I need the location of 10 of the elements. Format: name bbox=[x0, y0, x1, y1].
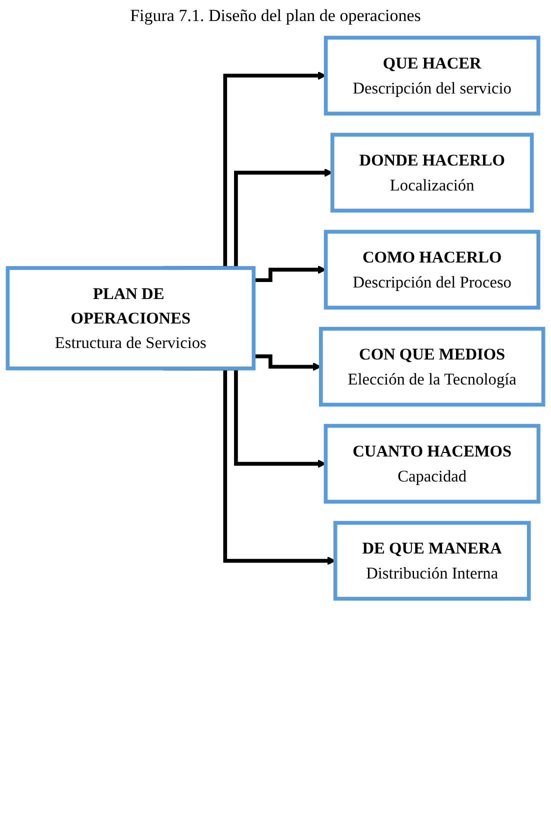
node-box: COMO HACERLO Descripción del Proceso bbox=[324, 230, 540, 310]
node-box: DONDE HACERLO Localización bbox=[330, 132, 534, 213]
figure-title: Figura 7.1. Diseño del plan de operaciones bbox=[129, 6, 422, 26]
arrow bbox=[254, 265, 326, 282]
node-box: PLAN DE OPERACIONES Estructura de Servicios bbox=[6, 266, 256, 370]
node-box: QUE HACER Descripción del servicio bbox=[324, 36, 540, 116]
arrow bbox=[254, 354, 322, 371]
node-box: CON QUE MEDIOS Elección de la Tecnología bbox=[318, 326, 546, 407]
node-box: CUANTO HACEMOS Capacidad bbox=[324, 424, 540, 504]
node-box: DE QUE MANERA Distribución Interna bbox=[333, 520, 531, 601]
